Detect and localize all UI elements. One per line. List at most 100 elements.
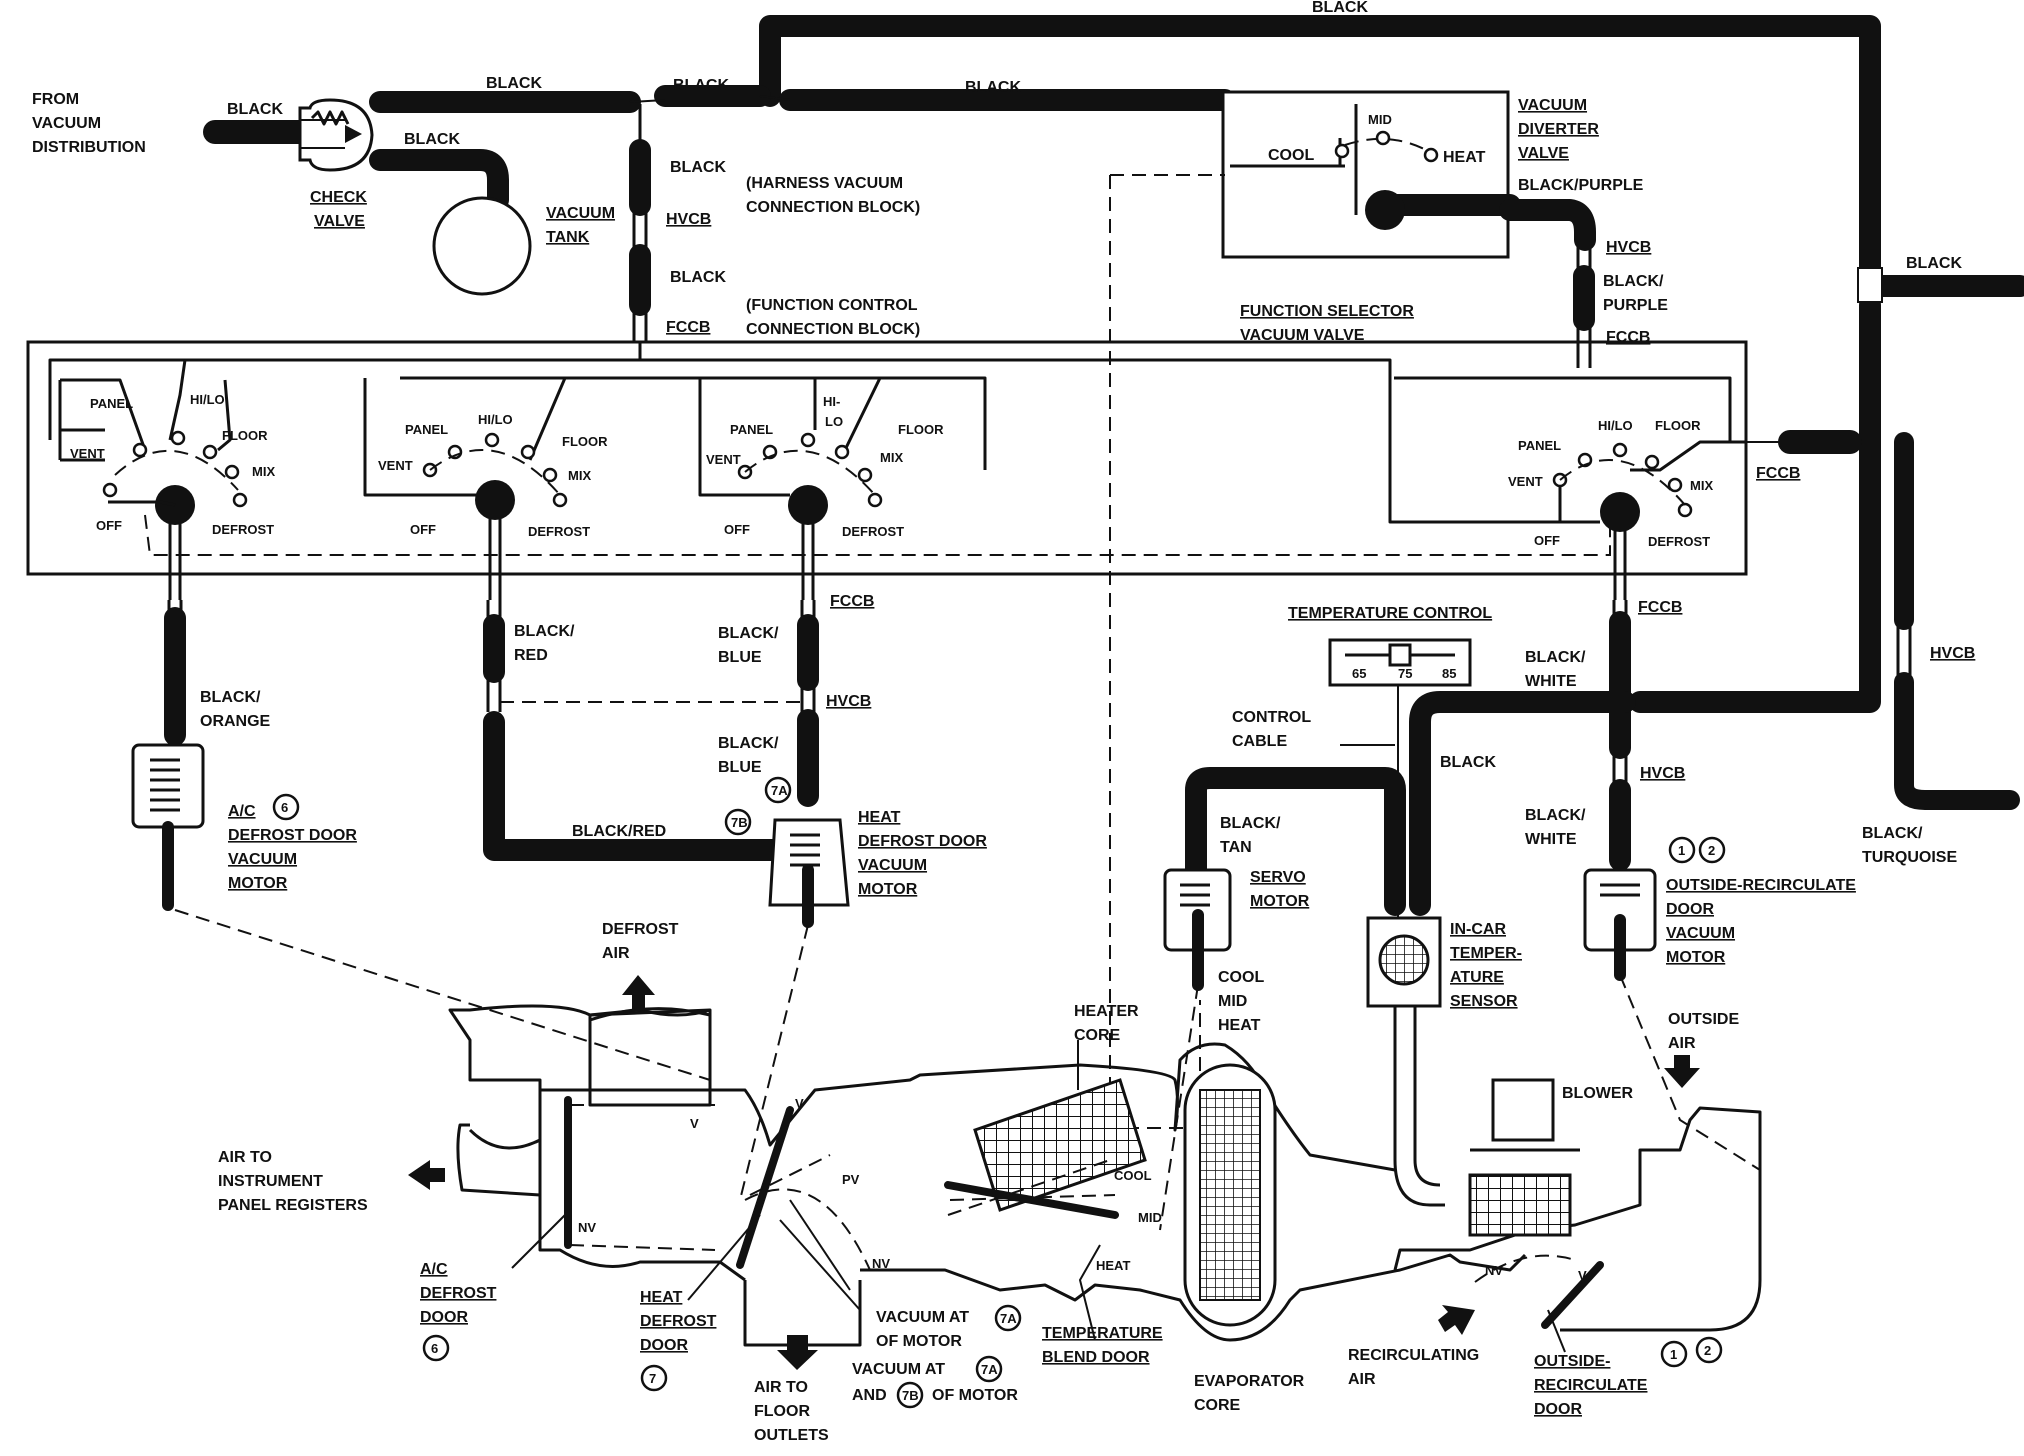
black-label-2: BLACK <box>404 131 460 148</box>
blend-door-1: TEMPERATURE <box>1042 1325 1163 1342</box>
diagram-labels: BLACK FROM VACUUM DISTRIBUTION BLACK CHE… <box>32 0 1975 1444</box>
selector-dial-4 <box>1530 440 1745 600</box>
black-orange-1: BLACK/ <box>200 689 261 706</box>
d1-mix: MIX <box>252 464 275 479</box>
air-panel-1: AIR TO <box>218 1149 272 1166</box>
blower-label: BLOWER <box>1562 1085 1634 1102</box>
black-label-6: BLACK <box>670 269 726 286</box>
function-block-label-1: (FUNCTION CONTROL <box>746 297 918 314</box>
vacuum-tank-label-2: TANK <box>546 229 590 246</box>
from-label-2: VACUUM <box>32 115 101 132</box>
vacuum-tank-label-1: VACUUM <box>546 205 615 222</box>
heater-core-1: HEATER <box>1074 1003 1139 1020</box>
outside-door-3: DOOR <box>1534 1401 1582 1418</box>
selector-dial-2 <box>363 377 568 600</box>
outside-motor-label-1: OUTSIDE-RECIRCULATE <box>1666 877 1856 894</box>
ac-motor-label-3: VACUUM <box>228 851 297 868</box>
heat-motor-label-4: MOTOR <box>858 881 918 898</box>
leader-lines <box>174 744 1761 1353</box>
blend-mid: MID <box>1138 1210 1162 1225</box>
fccb-label-3: FCCB <box>1756 465 1800 482</box>
d2-defrost: DEFROST <box>528 524 590 539</box>
sensor-label-4: SENSOR <box>1450 993 1518 1010</box>
vac7a7b-3: OF MOTOR <box>932 1387 1018 1404</box>
defrost-air-2: AIR <box>602 945 630 962</box>
ac-motor-label-4: MOTOR <box>228 875 288 892</box>
air-panel-3: PANEL REGISTERS <box>218 1197 368 1214</box>
outside-motor-label-3: VACUUM <box>1666 925 1735 942</box>
black-red-label: BLACK/RED <box>572 823 666 840</box>
vac7a7b-1: VACUUM AT <box>852 1361 945 1378</box>
servo-mid: MID <box>1218 993 1247 1010</box>
black-blue-top-1: BLACK/ <box>718 625 779 642</box>
heat-door-2: DEFROST <box>640 1313 717 1330</box>
d3-hi: HI- <box>823 394 840 409</box>
ac-motor-label-2: DEFROST DOOR <box>228 827 357 844</box>
outside-recirc-motor <box>1583 868 1657 981</box>
black-white-bot-1: BLACK/ <box>1525 807 1586 824</box>
black-label-5: BLACK <box>670 159 726 176</box>
ac-door-2: DEFROST <box>420 1285 497 1302</box>
servo-label-1: SERVO <box>1250 869 1306 886</box>
diverter-mid: MID <box>1368 112 1392 127</box>
heat-motor-label-2: DEFROST DOOR <box>858 833 987 850</box>
door-nv-2: NV <box>872 1256 890 1271</box>
door-pv: PV <box>842 1172 860 1187</box>
blend-cool: COOL <box>1114 1168 1152 1183</box>
black-blue-top-2: BLUE <box>718 649 762 666</box>
diverter-title-1: VACUUM <box>1518 97 1587 114</box>
black-white-top-2: WHITE <box>1525 673 1577 690</box>
temperature-control-slider[interactable] <box>1328 638 1472 918</box>
function-block-label-2: CONNECTION BLOCK) <box>746 321 920 338</box>
heater-core-2: CORE <box>1074 1027 1121 1044</box>
vacuum-tank-icon <box>432 196 532 296</box>
recirc-air-2: AIR <box>1348 1371 1376 1388</box>
heater-core <box>973 1078 1147 1212</box>
diverter-title-2: DIVERTER <box>1518 121 1599 138</box>
sensor-label-1: IN-CAR <box>1450 921 1506 938</box>
black-label-right: BLACK <box>1906 255 1962 272</box>
black-tan-1: BLACK/ <box>1220 815 1281 832</box>
temp-control-title: TEMPERATURE CONTROL <box>1288 605 1492 622</box>
port-7b: 7B <box>731 815 748 830</box>
d4-off: OFF <box>1534 533 1560 548</box>
black-label-sensor: BLACK <box>1440 754 1496 771</box>
recirc-v: V <box>1578 1268 1587 1283</box>
outside-door-2: RECIRCULATE <box>1534 1377 1648 1394</box>
num-1-top: 1 <box>1678 843 1685 858</box>
recirc-nv: NV <box>1485 1263 1503 1278</box>
function-selector-panel <box>26 174 1748 1129</box>
ac-door-num: 6 <box>431 1341 438 1356</box>
d1-off: OFF <box>96 518 122 533</box>
d4-vent: VENT <box>1508 474 1543 489</box>
black-inlet-label: BLACK <box>227 101 283 118</box>
black-orange-2: ORANGE <box>200 713 271 730</box>
diverter-cool: COOL <box>1268 147 1314 164</box>
heat-defrost-motor <box>768 818 850 928</box>
vac7a-num: 7A <box>1000 1311 1017 1326</box>
d4-floor: FLOOR <box>1655 418 1701 433</box>
hvcb-label-5: HVCB <box>1930 645 1975 662</box>
vac7a-2: OF MOTOR <box>876 1333 962 1350</box>
d3-lo: LO <box>825 414 843 429</box>
black-label-4: BLACK <box>965 79 1021 96</box>
fccb-label-5: FCCB <box>1638 599 1682 616</box>
fccb-label-4: FCCB <box>830 593 874 610</box>
blend-door-2: BLEND DOOR <box>1042 1349 1150 1366</box>
diverter-heat: HEAT <box>1443 149 1486 166</box>
in-car-temp-sensor <box>1366 916 1442 1008</box>
door-v-2: V <box>795 1096 804 1111</box>
black-turquoise-2: TURQUOISE <box>1862 849 1957 866</box>
evap-1: EVAPORATOR <box>1194 1373 1305 1390</box>
fccb-label-2: FCCB <box>1606 329 1650 346</box>
num-2-top: 2 <box>1708 843 1715 858</box>
black-label-top-cut: BLACK <box>1312 0 1368 16</box>
air-floor-3: OUTLETS <box>754 1427 829 1444</box>
check-valve-label-2: VALVE <box>314 213 365 230</box>
vac7a-1: VACUUM AT <box>876 1309 969 1326</box>
black-blue-bot-2: BLUE <box>718 759 762 776</box>
ac-defrost-motor <box>131 743 205 911</box>
d2-vent: VENT <box>378 458 413 473</box>
ac-motor-num: 6 <box>281 800 288 815</box>
servo-heat: HEAT <box>1218 1017 1261 1034</box>
